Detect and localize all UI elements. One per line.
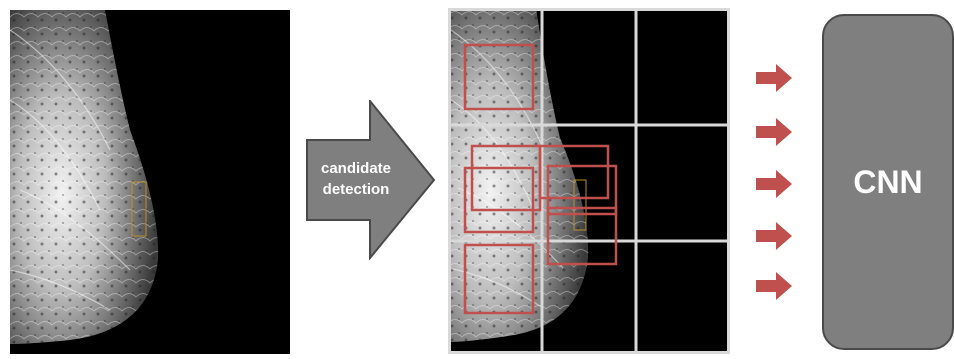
cnn-label: CNN [853, 164, 922, 201]
original-mammogram-image [10, 10, 290, 354]
mammogram-with-candidates [448, 8, 730, 354]
arrow-label-line1: candidate [306, 159, 406, 179]
right-arrow-icon [756, 118, 792, 146]
candidate-detection-arrow: candidate detection [306, 100, 436, 260]
right-arrow-icon [756, 64, 792, 92]
right-arrow-icon [756, 170, 792, 198]
right-arrow-icon [756, 222, 792, 250]
right-arrow-icon [756, 272, 792, 300]
output-arrows-group [752, 60, 802, 310]
gridded-mammogram-image [448, 8, 730, 354]
output-arrows [752, 60, 802, 310]
mammogram-illustration [10, 10, 290, 354]
cnn-block: CNN [822, 14, 954, 350]
arrow-label-line2: detection [306, 180, 406, 200]
